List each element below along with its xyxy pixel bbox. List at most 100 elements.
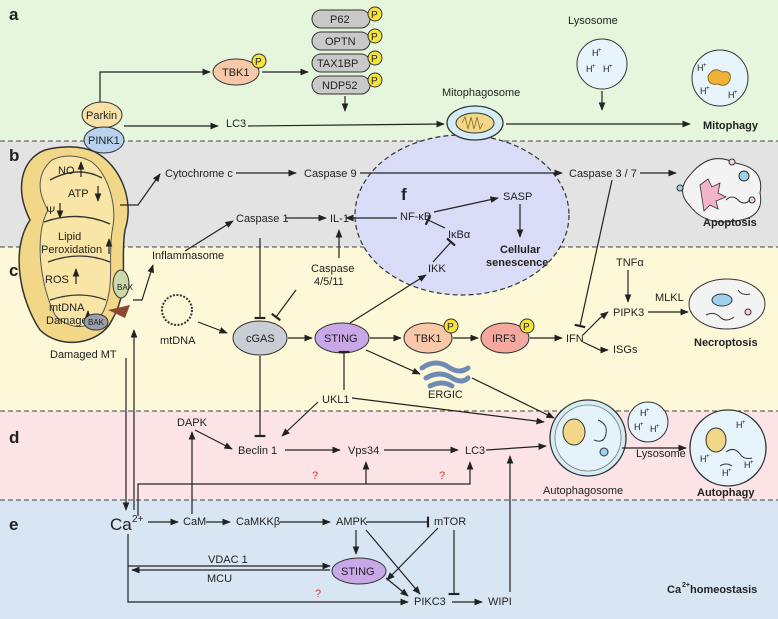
autolys-h4: H (722, 468, 729, 478)
vdac1-label: VDAC 1 (208, 554, 248, 566)
caspase-9-label: Caspase 9 (304, 168, 357, 180)
inflammasome-label: Inflammasome (152, 250, 224, 262)
lys-a-h1: H (592, 48, 599, 58)
panel-letter-d: d (9, 428, 19, 447)
mtdna-damage-label-1: mtDNA (49, 302, 85, 314)
lys-mito-h1: H (697, 63, 704, 73)
wipi-label: WIPI (488, 596, 512, 608)
pikc3-label: PIKC3 (414, 596, 446, 608)
irf3-label: IRF3 (492, 333, 516, 345)
ca-label: Ca (110, 515, 132, 534)
caspase-4511-label-1: Caspase (311, 263, 354, 275)
lys-a-h3-plus: + (609, 64, 613, 70)
pore-icon (108, 305, 130, 318)
ca-homeostasis-label-2: homeostasis (690, 584, 757, 596)
irf3-phospho: P (523, 322, 530, 333)
panel-letter-f: f (401, 185, 407, 204)
lys-d-h1: H (640, 408, 647, 418)
panel-a-bg (0, 0, 778, 141)
ros-label: ROS (45, 274, 69, 286)
caspase-3-7-label: Caspase 3 / 7 (569, 168, 637, 180)
camkkb-label: CaMKKβ (236, 516, 280, 528)
tbk1-c-node (403, 322, 453, 354)
psi-label: Ψ (46, 205, 55, 217)
pipk3-label: PIPK3 (613, 307, 644, 319)
mtdna-damage-label-2: Damage (46, 315, 88, 327)
ukl1-label: UKL1 (322, 394, 350, 406)
lys-a-h2-plus: + (592, 64, 596, 70)
nfkb-label: NF-κB (400, 211, 431, 223)
irf3-node (480, 322, 530, 354)
lys-a-h1-plus: + (598, 48, 602, 54)
tbk1-c-phospho: P (447, 322, 454, 333)
ergic-label: ERGIC (428, 389, 463, 401)
sting-e-label: STING (341, 566, 375, 578)
necroptotic-cell-icon (688, 278, 766, 330)
mitophagy-lysosome-icon (691, 49, 749, 107)
p62-label: P62 (330, 14, 350, 26)
question-mark-3: ? (315, 588, 321, 600)
panel-letter-b: b (9, 146, 19, 165)
mlkl-label: MLKL (655, 292, 684, 304)
autolys-h1-plus: + (742, 420, 746, 426)
cytochrome-c-label: Cytochrome c (165, 168, 233, 180)
pink1-shape (83, 126, 125, 154)
pink1-label: PINK1 (88, 135, 120, 147)
mcu-label: MCU (207, 573, 232, 585)
p62-phospho: P (371, 10, 378, 21)
optn-phospho: P (371, 32, 378, 43)
lipid-label-1: Lipid (58, 231, 81, 243)
ndp52-phospho: P (371, 76, 378, 87)
lysosome-d-label: Lysosome (636, 448, 686, 460)
il1-label: IL-1 (330, 213, 349, 225)
bax-shape (112, 269, 130, 299)
apoptosis-label: Apoptosis (703, 217, 757, 229)
lys-mito-h2-plus: + (706, 86, 710, 92)
lc3-a-label: LC3 (226, 118, 246, 130)
panel-letter-e: e (9, 515, 18, 534)
ergic-shape (419, 360, 471, 389)
apoptotic-cell-icon (676, 158, 762, 223)
lys-mito-h2: H (700, 86, 707, 96)
lys-mito-h3-plus: + (734, 90, 738, 96)
tnfa-label: TNFα (616, 257, 644, 269)
bak-label: BAK (88, 318, 105, 327)
vps34-label: Vps34 (348, 445, 379, 457)
mitophagy-label: Mitophagy (703, 120, 759, 132)
lc3-d-label: LC3 (465, 445, 485, 457)
tax1bp-label: TAX1BP (317, 58, 358, 70)
lys-a-h3: H (603, 64, 610, 74)
lys-mito-h3: H (728, 90, 735, 100)
lys-d-h2: H (634, 422, 641, 432)
bax-label: BAX (117, 283, 134, 292)
mtdna-ring (161, 294, 193, 326)
autophagosome-label: Autophagosome (543, 485, 623, 497)
panel-c-bg (0, 247, 778, 411)
caspase-1-label: Caspase 1 (236, 213, 289, 225)
tbk1-a-node (212, 58, 260, 86)
adaptor-stack (311, 6, 383, 95)
atp-label: ATP (68, 188, 89, 200)
ndp52-label: NDP52 (322, 80, 357, 92)
autolys-h3: H (744, 460, 751, 470)
tbk1-a-phospho: P (255, 57, 262, 68)
ca-superscript: 2+ (132, 514, 144, 525)
bak-shape (83, 313, 109, 331)
lys-d-h1-plus: + (646, 408, 650, 414)
ampk-label: AMPK (336, 516, 368, 528)
tbk1-a-label: TBK1 (222, 67, 250, 79)
lysosome-d-icon (627, 401, 669, 443)
ikba-label: IκBα (448, 229, 471, 241)
mtor-label: mTOR (434, 516, 466, 528)
cellular-senescence-label-2: senescence (486, 257, 548, 269)
tbk1-c-label: TBK1 (414, 333, 442, 345)
connectors (120, 169, 689, 606)
autophagosome-icon (549, 399, 627, 477)
beclin1-label: Beclin 1 (238, 445, 277, 457)
question-mark-2: ? (439, 470, 445, 482)
autolysosome-icon (689, 409, 767, 487)
sasp-label: SASP (503, 191, 532, 203)
optn-label: OPTN (325, 36, 356, 48)
